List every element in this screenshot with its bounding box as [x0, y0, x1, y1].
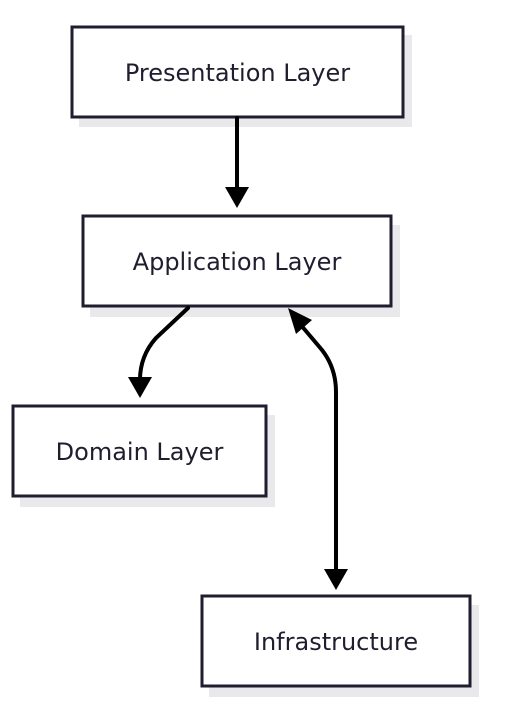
node-infrastructure: Infrastructure: [200, 594, 479, 697]
node-application-layer: Application Layer: [81, 214, 400, 317]
node-box: [81, 214, 393, 308]
node-label-presentation: Presentation Layer: [125, 59, 350, 87]
arrowhead-down: [324, 569, 348, 590]
arrowhead-down: [225, 187, 249, 208]
arrowhead-down: [128, 377, 152, 398]
node-label-domain: Domain Layer: [56, 438, 224, 466]
node-presentation-layer: Presentation Layer: [70, 25, 412, 127]
node-label-application: Application Layer: [133, 248, 342, 276]
node-label-infrastructure: Infrastructure: [254, 628, 418, 656]
edge-line: [298, 322, 338, 574]
node-box: [70, 25, 405, 119]
node-box: [200, 594, 472, 688]
edge-application-infrastructure: [288, 308, 348, 590]
arrowhead-up: [288, 308, 312, 334]
edge-presentation-to-application: [225, 116, 249, 208]
node-domain-layer: Domain Layer: [11, 404, 275, 507]
edge-line: [138, 306, 190, 382]
edge-application-to-domain: [128, 306, 190, 398]
node-box: [11, 404, 268, 498]
